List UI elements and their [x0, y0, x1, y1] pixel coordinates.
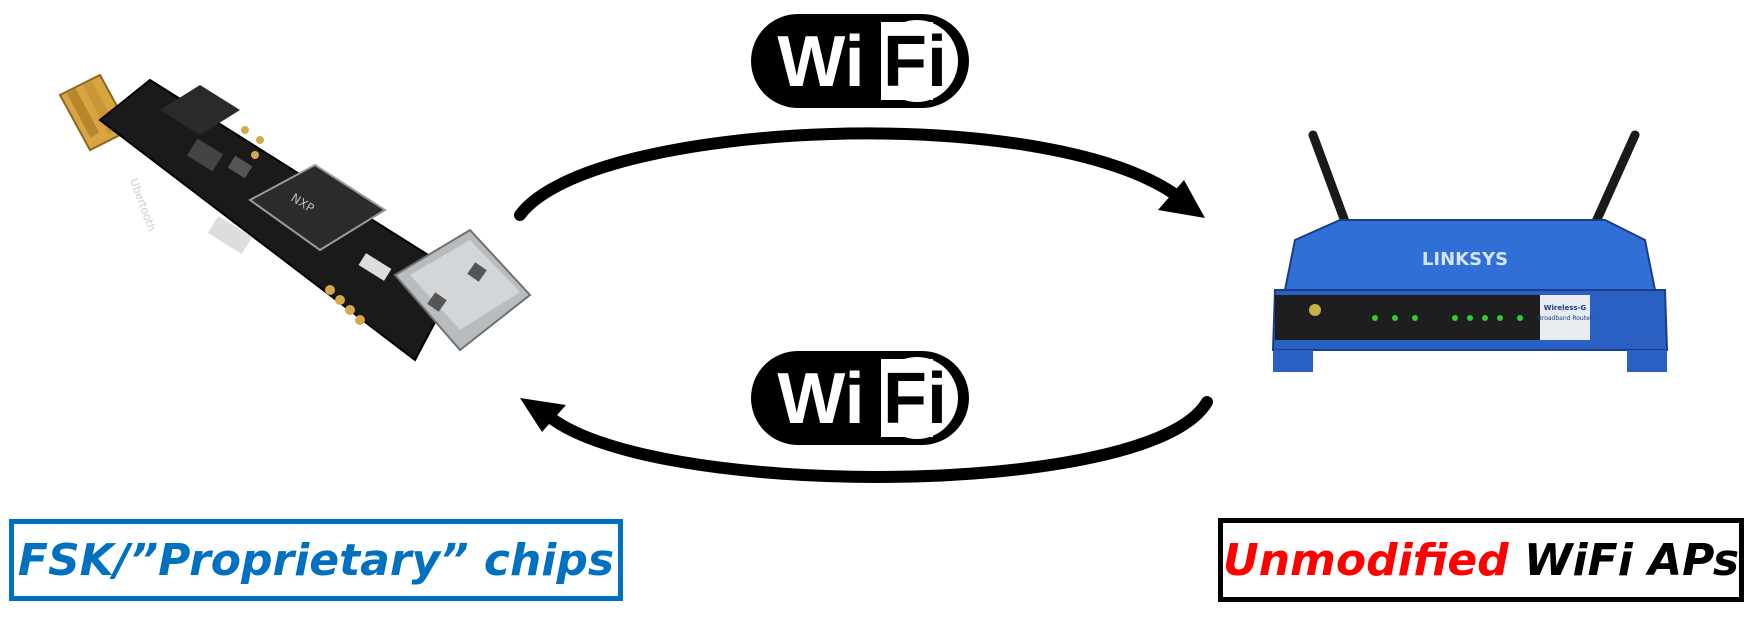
wifi-left-text: Wi	[777, 22, 864, 102]
router-brand: LINKSYS	[1422, 249, 1508, 270]
usb-dongle-image: NXP Ubertooth	[40, 60, 540, 420]
router-image: LINKSYS Wireless-G Broadband Router	[1255, 130, 1675, 390]
label-space	[1509, 535, 1524, 586]
fsk-chips-text: FSK/”Proprietary” chips	[17, 534, 615, 586]
router-antennas	[1308, 130, 1640, 240]
wifi-logo-top: Wi Fi	[749, 12, 971, 110]
unmodified-text: Unmodified	[1223, 534, 1509, 586]
wifi-aps-text: WiFi APs	[1524, 534, 1740, 586]
arrow-bottom	[520, 396, 1213, 483]
circuit-board: NXP Ubertooth	[98, 78, 462, 362]
fsk-chips-label: FSK/”Proprietary” chips	[9, 519, 623, 601]
wifi-logo-bottom: Wi Fi	[749, 349, 971, 447]
router-model-sub: Broadband Router	[1538, 315, 1593, 322]
wifi-right-text: Fi	[883, 22, 947, 102]
router-body: LINKSYS Wireless-G Broadband Router	[1271, 219, 1669, 372]
usb-plug	[393, 228, 532, 352]
wifi-left-text: Wi	[777, 359, 864, 439]
wifi-right-text: Fi	[883, 359, 947, 439]
unmodified-aps-label: Unmodified WiFi APs	[1218, 518, 1744, 602]
router-model-line: Wireless-G	[1544, 304, 1587, 312]
arrow-top	[514, 127, 1205, 221]
